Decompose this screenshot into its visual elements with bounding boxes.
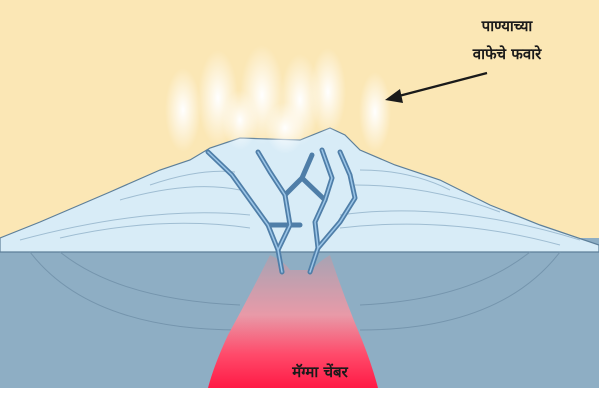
steam-jets-label-line2: वाफेचे फवारे [432,40,582,68]
steam-jets-label: पाण्याच्या वाफेचे फवारे [432,12,582,68]
steam-jets-label-line1: पाण्याच्या [432,12,582,40]
magma-chamber-label: मॅग्मा चेंबर [250,362,390,382]
